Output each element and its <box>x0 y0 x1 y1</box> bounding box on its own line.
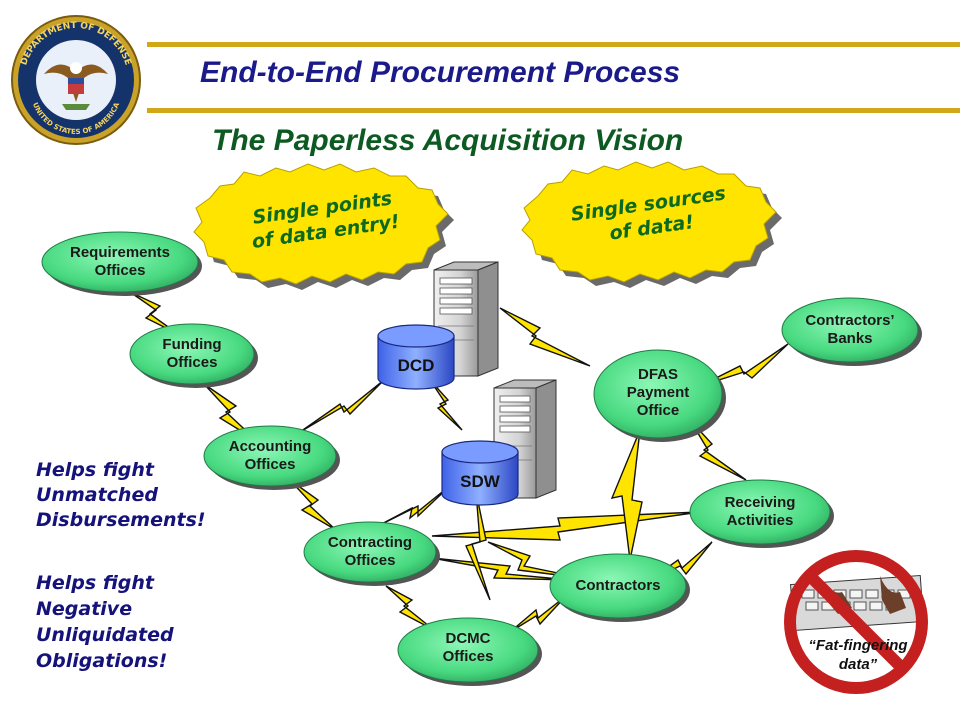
no-fat-fingering-sign <box>784 550 928 694</box>
node-contractors: Contractors <box>575 577 661 594</box>
page-subtitle: The Paperless Acquisition Vision <box>212 124 684 157</box>
bolt-contracting-receiving <box>431 511 701 541</box>
node-ovals <box>41 231 922 686</box>
bolt-sdw-contracting <box>465 491 491 601</box>
node-funding-offices: Funding Offices <box>162 336 222 371</box>
bolt-dcd-sdw <box>429 379 463 431</box>
bolt-contracting-sdw <box>373 483 453 529</box>
node-contracting-offices: Contracting Offices <box>327 534 413 569</box>
dod-seal: DEPARTMENT OF DEFENSE UNITED STATES OF A… <box>4 12 148 148</box>
note-unmatched-disbursements: Helps fight Unmatched Disbursements! <box>36 459 206 531</box>
bolt-dfas-contractors <box>610 429 643 561</box>
server-tower-1 <box>433 261 499 377</box>
bolt-accounting-dcd <box>299 379 385 433</box>
bolt-dfas-receiving <box>689 419 747 481</box>
node-receiving-activities: Receiving Activities <box>724 494 796 529</box>
note-negative-obligations: Helps fight Negative Unliquidated Obliga… <box>36 572 174 672</box>
bolt-contracting-dcmc <box>385 585 435 631</box>
header-rule-bottom <box>147 108 960 113</box>
starburst-sources <box>521 161 782 288</box>
database-dcd <box>377 324 455 390</box>
bolt-server-dfas <box>499 307 591 367</box>
database-sdw <box>441 440 519 506</box>
node-accounting-offices: Accounting Offices <box>228 438 312 473</box>
page-title: End-to-End Procurement Process <box>200 56 681 89</box>
node-dfas-payment-office: DFAS Payment Office <box>626 366 690 419</box>
bolt-contracting-contractors <box>431 557 571 581</box>
fat-fingering-label: “Fat-fingering data” <box>808 637 908 673</box>
node-contractors-banks: Contractors’ Banks <box>805 312 895 347</box>
sdw-label: SDW <box>460 472 500 491</box>
header-rule-top <box>147 42 960 47</box>
node-requirements-offices: Requirements Offices <box>69 244 171 279</box>
starburst-entry <box>193 163 454 290</box>
dcd-label: DCD <box>397 356 435 375</box>
node-dcmc-offices: DCMC Offices <box>442 630 494 665</box>
